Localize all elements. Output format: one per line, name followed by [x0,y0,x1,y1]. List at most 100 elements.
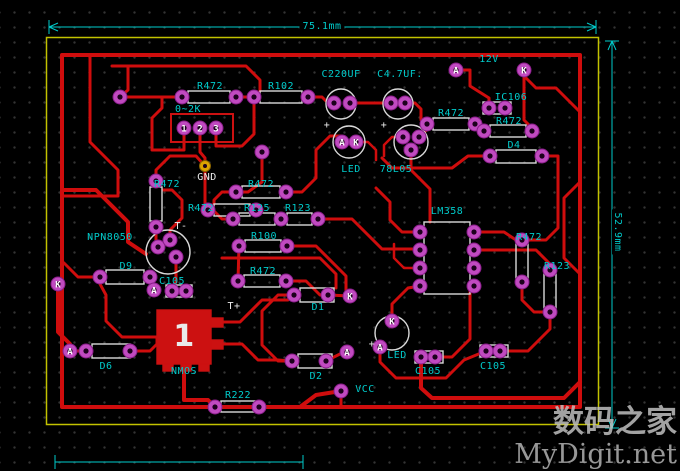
copper-trace[interactable] [211,342,294,363]
resistor-R472-outline[interactable] [187,90,231,104]
pad-hole [236,243,242,249]
pad-hole [417,247,423,253]
pad-hole [471,247,477,253]
resistor-R472-outline[interactable] [149,186,163,222]
pad-label: 3 [213,124,218,134]
pad-hole [471,283,477,289]
board-outline[interactable] [45,36,600,426]
copper-trace[interactable] [562,180,582,276]
resistor-R123-outline[interactable] [286,212,313,226]
pad-hole [155,244,161,250]
pad-hole [547,309,553,315]
copper-trace[interactable] [260,293,296,363]
pad-hole [151,287,157,293]
copper-trace[interactable] [374,186,422,234]
nmos-tab[interactable] [210,317,224,328]
pad-hole [388,100,394,106]
copper-trace[interactable] [316,217,422,251]
pad-hole [283,189,289,195]
copper-trace[interactable] [498,310,552,353]
pad-hole [169,288,175,294]
pad-hole [519,279,525,285]
pad-hole [251,94,257,100]
pad-hole [519,237,525,243]
copper-trace[interactable] [522,68,582,114]
watermark-line2: MyDigit.net [514,438,677,470]
pad-hole [472,121,478,127]
pad-hole [521,67,527,73]
copper-trace[interactable] [60,188,148,256]
pad-hole [183,288,189,294]
diode-D4-outline[interactable] [495,149,537,164]
pad-hole [181,125,187,131]
pad-hole [230,216,236,222]
pad-hole [377,344,383,350]
pad-hole [417,265,423,271]
resistor-R472-outline[interactable] [243,274,281,288]
pad-hole [408,147,414,153]
pad-hole [197,125,203,131]
diode-D9-outline[interactable] [105,269,145,285]
copper-trace[interactable] [520,154,560,242]
copper-trace[interactable] [419,355,582,400]
copper-trace[interactable] [62,53,120,198]
led-outline[interactable] [332,125,366,159]
copper-trace[interactable] [520,280,552,314]
copper-trace[interactable] [110,64,262,93]
pad-label: A [339,138,345,148]
nmos-tab[interactable] [210,339,224,350]
resistor-R472-outline[interactable] [432,117,470,131]
pad-hole [173,254,179,260]
resistor-R100-outline[interactable] [244,239,282,253]
pad-hole [483,348,489,354]
pad-hole [289,358,295,364]
pad-hole [331,100,337,106]
copper-trace[interactable] [380,154,492,170]
copper-trace[interactable] [433,284,476,359]
nmos-leg[interactable] [198,363,210,372]
pad-hole [432,354,438,360]
copper-trace[interactable] [161,188,184,242]
nmos-leg[interactable] [162,363,174,372]
copper-trace[interactable] [257,389,343,409]
pad-hole [233,94,239,100]
pad-hole [487,153,493,159]
cap-C4.7UF-outline[interactable] [382,88,414,120]
pad-hole [344,349,350,355]
pad-hole [147,274,153,280]
regulator-78L05-outline[interactable] [393,124,429,160]
copper-trace[interactable] [392,242,422,270]
potentiometer-outline[interactable] [170,113,234,143]
pad-hole [153,178,159,184]
pad-label: K [55,280,61,290]
copper-trace[interactable] [154,154,207,183]
nmos-leg[interactable] [180,363,192,372]
pad-hole [205,207,211,213]
pad-hole [233,189,239,195]
nmos-body[interactable] [156,309,212,365]
pad-hole [481,128,487,134]
copper-trace[interactable] [214,95,256,148]
pad-hole [153,224,159,230]
copper-trace[interactable] [211,293,296,324]
pad-hole [471,229,477,235]
resistor-R102-outline[interactable] [259,90,303,104]
pad-hole [416,134,422,140]
copper-trace[interactable] [150,95,186,152]
pad-hole [417,229,423,235]
resistor-R123-outline[interactable] [543,273,557,309]
pad-hole [97,274,103,280]
pad-hole [212,404,218,410]
pad-label: A [453,66,459,76]
copper-trace[interactable] [409,148,432,224]
ic-LM358-outline[interactable] [423,221,471,295]
copper-trace[interactable] [220,256,338,290]
resistor-R472-outline[interactable] [489,124,527,138]
copper-trace[interactable] [472,248,552,272]
pad-hole [389,318,395,324]
transistor-NPN8050-outline[interactable] [145,229,191,275]
pad-hole [497,348,503,354]
